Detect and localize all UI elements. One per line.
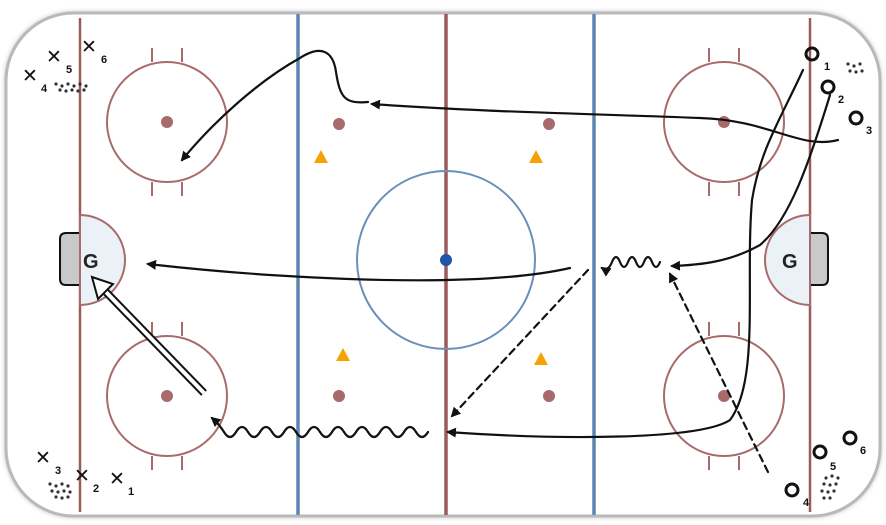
drill-paths [146, 49, 840, 474]
svg-text:4: 4 [803, 497, 810, 509]
skate-path-o1 [446, 68, 805, 439]
goalie-left-label: G [83, 251, 99, 273]
team-o-players: 1 2 3 4 5 6 [784, 46, 872, 509]
player-x-2: ✕2 [74, 465, 99, 495]
svg-text:1: 1 [128, 486, 134, 498]
team-x-players: ✕6 ✕5 ✕4 ✕3 ✕2 ✕1 [22, 36, 134, 498]
player-o-6: 6 [842, 430, 866, 457]
faceoff-circle-top-right [663, 48, 785, 196]
svg-text:4: 4 [41, 83, 48, 95]
svg-text:1: 1 [824, 61, 830, 73]
player-o-1: 1 [804, 46, 830, 73]
center-circle [356, 170, 536, 350]
player-x-3: ✕3 [35, 447, 61, 477]
skate-path-top [370, 99, 840, 144]
skate-path-o2 [670, 93, 832, 271]
svg-text:✕: ✕ [22, 65, 38, 87]
svg-text:✕: ✕ [46, 46, 62, 68]
crease-right [764, 213, 811, 307]
faceoff-circle-bottom-right [663, 322, 785, 470]
faceoff-dots [161, 116, 730, 402]
player-o-4: 4 [784, 482, 810, 509]
pass-dashed-center [450, 268, 590, 418]
svg-text:✕: ✕ [109, 468, 125, 490]
skate-path-center [146, 259, 572, 282]
svg-text:3: 3 [866, 125, 872, 137]
crease-left [79, 213, 126, 307]
svg-text:✕: ✕ [81, 36, 97, 58]
player-x-5: ✕5 [46, 46, 72, 76]
goal-net-left [59, 232, 81, 286]
puck-carry-squiggle-right [600, 255, 662, 277]
player-o-2: 2 [820, 79, 844, 106]
player-x-1: ✕1 [109, 468, 134, 498]
svg-text:2: 2 [838, 94, 844, 106]
svg-text:5: 5 [830, 461, 836, 473]
shot-arrow [90, 275, 207, 396]
player-x-6: ✕6 [81, 36, 107, 66]
pass-dashed-right [668, 272, 770, 474]
svg-text:✕: ✕ [35, 447, 51, 469]
faceoff-circle-bottom-left [106, 322, 228, 470]
goalie-right-label: G [782, 251, 798, 273]
cone-icons [314, 150, 548, 365]
svg-text:5: 5 [66, 64, 72, 76]
svg-text:✕: ✕ [74, 465, 90, 487]
svg-text:3: 3 [55, 465, 61, 477]
goal-net-right [809, 232, 829, 286]
center-faceoff-dot [440, 254, 452, 266]
svg-text:2: 2 [93, 483, 99, 495]
faceoff-circle-top-left [106, 48, 228, 196]
player-o-3: 3 [848, 110, 872, 137]
player-o-5: 5 [812, 444, 836, 473]
svg-text:6: 6 [101, 54, 107, 66]
svg-text:6: 6 [860, 445, 866, 457]
player-x-4: ✕4 [22, 65, 48, 95]
puck-carry-squiggle-bottom [210, 416, 430, 439]
puck-piles [48, 62, 864, 500]
skate-path-top-left [180, 49, 370, 162]
